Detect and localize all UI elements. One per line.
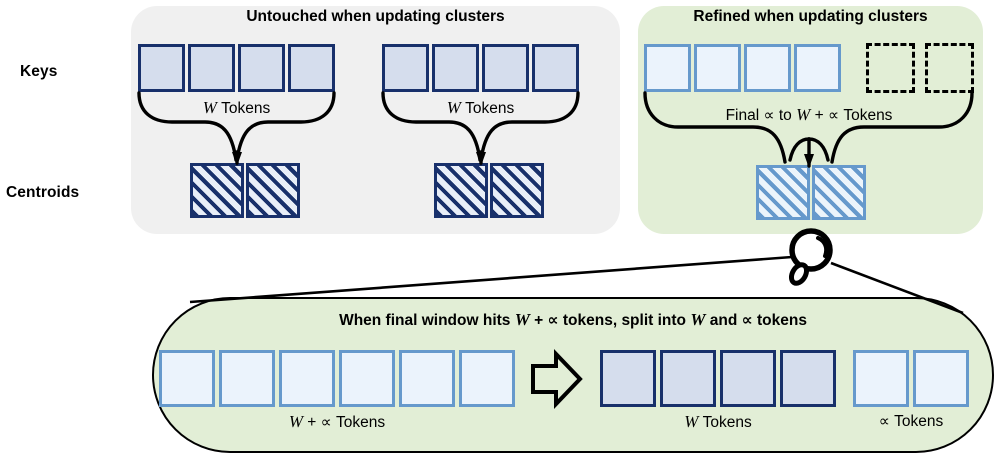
title-text-part-2: tokens, split into xyxy=(558,312,691,329)
caption-w-tokens-group2: W Tokens xyxy=(382,98,579,118)
panel-split-detail-title: When final window hits W + ∝ tokens, spl… xyxy=(152,310,994,330)
caption-text: Tokens xyxy=(216,100,271,117)
key-box-pending[interactable] xyxy=(925,43,974,93)
key-box[interactable] xyxy=(482,44,529,92)
symbol-proportional: ∝ xyxy=(320,414,332,431)
caption-text-final: Final xyxy=(725,107,764,124)
centroid-box[interactable] xyxy=(434,163,488,218)
centroid-box[interactable] xyxy=(490,163,544,218)
symbol-proportional-2: ∝ xyxy=(741,312,753,329)
split-before-box[interactable] xyxy=(159,350,215,407)
split-before-box[interactable] xyxy=(399,350,455,407)
symbol-w: W xyxy=(202,98,217,117)
key-box-refined[interactable] xyxy=(794,44,841,92)
panel-untouched-title: Untouched when updating clusters xyxy=(246,8,505,25)
caption-text: Tokens xyxy=(460,100,515,117)
caption-text: Tokens xyxy=(698,414,752,431)
centroid-box-refined[interactable] xyxy=(756,165,810,220)
split-after-box-w[interactable] xyxy=(660,350,716,407)
magnifier-icon[interactable] xyxy=(788,228,833,286)
symbol-proportional: ∝ xyxy=(763,107,775,124)
caption-w-tokens-group1: W Tokens xyxy=(138,98,335,118)
split-before-box[interactable] xyxy=(279,350,335,407)
symbol-w: W xyxy=(288,412,303,431)
caption-w-plus-proportional-tokens: W + ∝ Tokens xyxy=(159,412,515,432)
symbol-proportional: ∝ xyxy=(547,312,559,329)
panel-refined-title: Refined when updating clusters xyxy=(693,8,928,25)
caption-text-tokens: Tokens xyxy=(331,414,386,431)
key-box-refined[interactable] xyxy=(744,44,791,92)
symbol-w: W xyxy=(684,412,699,431)
centroid-box-refined[interactable] xyxy=(812,165,866,220)
key-box[interactable] xyxy=(532,44,579,92)
symbol-w: W xyxy=(514,310,530,329)
centroid-box[interactable] xyxy=(190,163,244,218)
split-before-box[interactable] xyxy=(459,350,515,407)
symbol-proportional-2: ∝ xyxy=(827,107,840,124)
key-box[interactable] xyxy=(432,44,479,92)
symbol-proportional: ∝ xyxy=(878,413,890,430)
key-box[interactable] xyxy=(188,44,235,92)
split-after-box-w[interactable] xyxy=(720,350,776,407)
key-box-refined[interactable] xyxy=(644,44,691,92)
key-box[interactable] xyxy=(238,44,285,92)
split-after-box-prop[interactable] xyxy=(913,350,969,407)
title-plus: + xyxy=(529,312,548,329)
caption-plus: + xyxy=(303,414,321,431)
title-text-part-4: tokens xyxy=(752,312,807,329)
row-label-centroids: Centroids xyxy=(6,184,80,201)
split-before-box[interactable] xyxy=(219,350,275,407)
centroid-box[interactable] xyxy=(246,163,300,218)
caption-final-proportional: Final ∝ to W + ∝ Tokens xyxy=(644,105,974,125)
symbol-w-2: W xyxy=(690,310,706,329)
key-box[interactable] xyxy=(138,44,185,92)
caption-proportional-tokens-after: ∝ Tokens xyxy=(853,412,969,431)
caption-w-tokens-after: W Tokens xyxy=(600,412,836,432)
split-after-box-w[interactable] xyxy=(600,350,656,407)
split-before-box[interactable] xyxy=(339,350,395,407)
zoom-connector-left xyxy=(189,255,793,304)
split-after-box-w[interactable] xyxy=(780,350,836,407)
row-label-keys: Keys xyxy=(20,63,58,80)
key-box-refined[interactable] xyxy=(694,44,741,92)
symbol-w: W xyxy=(446,98,461,117)
caption-text-tokens: Tokens xyxy=(839,107,893,124)
key-box[interactable] xyxy=(382,44,429,92)
caption-text-to: to xyxy=(774,107,797,124)
split-after-box-prop[interactable] xyxy=(853,350,909,407)
key-box[interactable] xyxy=(288,44,335,92)
title-text-part-3: and xyxy=(705,312,742,329)
title-text-part-1: When final window hits xyxy=(339,312,515,329)
caption-text: Tokens xyxy=(889,413,944,430)
key-box-pending[interactable] xyxy=(866,43,915,93)
symbol-w: W xyxy=(796,105,811,124)
caption-plus: + xyxy=(810,107,828,124)
